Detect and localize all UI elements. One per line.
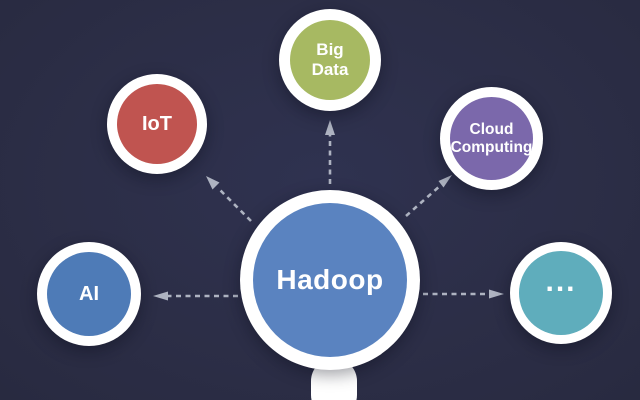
cloud-computing-circle: Cloud Computing	[450, 97, 533, 180]
iot-circle: IoT	[117, 84, 197, 164]
arrow-hadoop-to-big-data	[325, 120, 335, 184]
more-circle: ...	[519, 251, 603, 335]
arrow-hadoop-to-ai	[153, 291, 238, 301]
node-more: ...	[510, 242, 612, 344]
iot-label: IoT	[142, 112, 172, 135]
node-hadoop: Hadoop	[240, 190, 420, 370]
hadoop-label: Hadoop	[276, 263, 384, 295]
ai-label: AI	[79, 282, 99, 305]
big-data-label: Big Data	[311, 40, 349, 79]
more-label: ...	[545, 264, 577, 298]
hadoop-circle: Hadoop	[253, 203, 407, 357]
arrow-hadoop-to-cloud-computing	[405, 175, 452, 217]
arrow-hadoop-to-iot	[206, 176, 252, 222]
node-cloud-computing: Cloud Computing	[440, 87, 543, 190]
node-iot: IoT	[107, 74, 207, 174]
ai-circle: AI	[47, 252, 131, 336]
cloud-computing-label: Cloud Computing	[450, 120, 533, 156]
node-big-data: Big Data	[279, 9, 381, 111]
node-ai: AI	[37, 242, 141, 346]
big-data-circle: Big Data	[290, 20, 370, 100]
arrow-hadoop-to-more	[423, 289, 504, 299]
